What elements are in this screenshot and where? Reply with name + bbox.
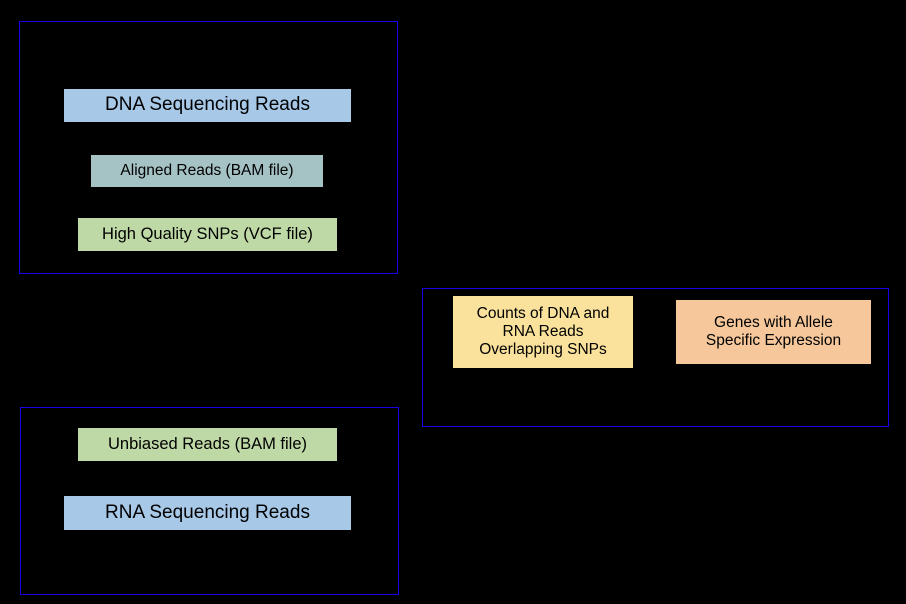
node-dna-sequencing-reads: DNA Sequencing Reads: [64, 89, 351, 122]
node-aligned-reads-bam: Aligned Reads (BAM file): [91, 155, 323, 187]
node-high-quality-snps-vcf: High Quality SNPs (VCF file): [78, 218, 337, 251]
node-genes-allele-specific-expression: Genes with Allele Specific Expression: [676, 300, 871, 364]
rna-workflow-panel: [20, 407, 399, 595]
allele-specific-expression-panel: [422, 288, 889, 427]
node-rna-sequencing-reads: RNA Sequencing Reads: [64, 496, 351, 530]
node-unbiased-reads-bam: Unbiased Reads (BAM file): [78, 428, 337, 461]
dna-workflow-panel: [19, 21, 398, 274]
node-counts-overlapping-snps: Counts of DNA and RNA Reads Overlapping …: [453, 296, 633, 368]
